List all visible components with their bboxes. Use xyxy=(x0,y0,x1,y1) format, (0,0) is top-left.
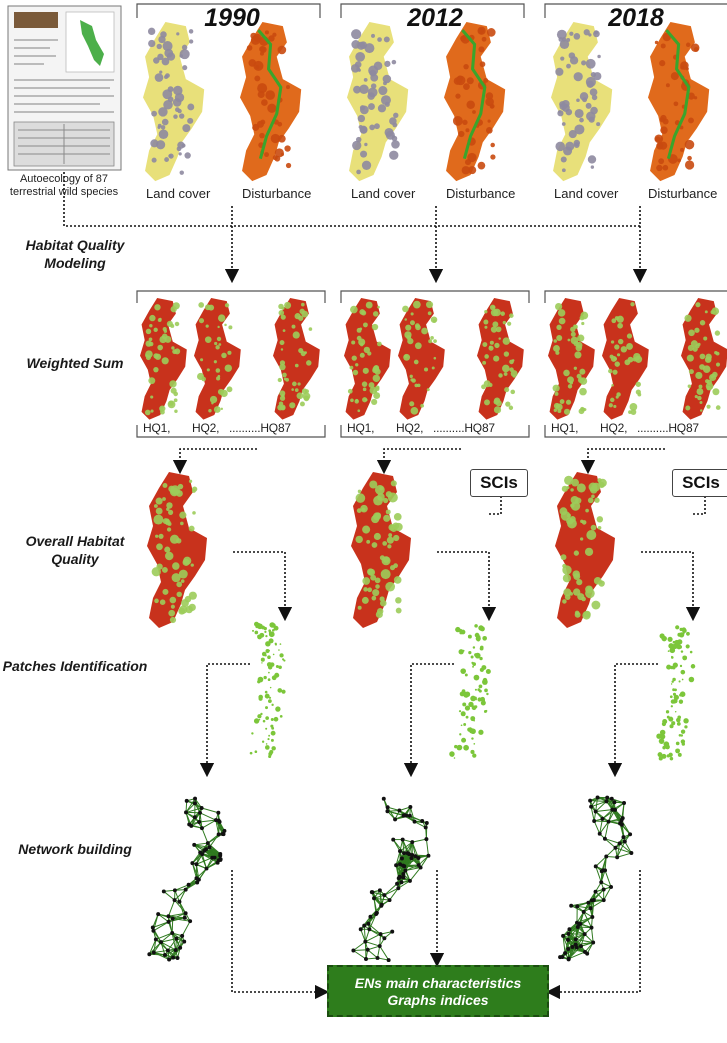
arrow-to-network-2018 xyxy=(607,663,658,778)
hq87-map-2012 xyxy=(477,298,524,420)
hq2-label-1990: HQ2, xyxy=(192,421,220,435)
hq87-label-2012: ..........HQ87 xyxy=(433,421,495,435)
bracket-inputs-2012 xyxy=(340,3,525,18)
overall-hq-map-1990 xyxy=(147,472,207,628)
disturbance-label-1990: Disturbance xyxy=(242,186,312,201)
bracket-hq-1990 xyxy=(136,290,326,303)
arrow-to-overall-1990 xyxy=(172,448,257,475)
bracket-hq-2012 xyxy=(340,290,530,303)
step-overall-habitat-quality: Overall Habitat Quality xyxy=(25,533,125,567)
arrow-to-patches-2018 xyxy=(641,551,701,622)
network-graph-1990 xyxy=(147,796,227,962)
hq1-label-2018: HQ1, xyxy=(551,421,579,435)
autoecology-connector xyxy=(63,172,640,227)
step-habitat-quality-modeling: Habitat Quality Modeling xyxy=(25,237,125,271)
autoecology-document xyxy=(7,5,122,171)
arrow-result-2018 xyxy=(545,870,641,1000)
result-box: ENs main characteristics Graphs indices xyxy=(327,965,549,1017)
land-cover-map-2012 xyxy=(347,22,409,182)
hq2-map-2018 xyxy=(602,298,649,420)
hq2-label-2012: HQ2, xyxy=(396,421,424,435)
bracket-inputs-1990 xyxy=(136,3,321,18)
hq2-label-2018: HQ2, xyxy=(600,421,628,435)
overall-hq-map-2012 xyxy=(351,472,411,628)
bracket-hq-2018 xyxy=(544,290,727,303)
patches-map-2018 xyxy=(656,625,696,761)
hq1-label-2012: HQ1, xyxy=(347,421,375,435)
hq87-map-1990 xyxy=(273,298,320,420)
arrow-to-overall-2012 xyxy=(376,448,461,475)
hq87-label-2018: ..........HQ87 xyxy=(637,421,699,435)
hq2-map-2012 xyxy=(398,298,445,420)
land-cover-label-2018: Land cover xyxy=(554,186,619,201)
land-cover-label-2012: Land cover xyxy=(351,186,416,201)
disturbance-map-1990 xyxy=(240,22,302,182)
disturbance-label-2012: Disturbance xyxy=(446,186,516,201)
year-title-2018: 2018 xyxy=(608,4,664,32)
step-network-building: Network building xyxy=(18,841,132,857)
bracket-inputs-2018 xyxy=(544,3,727,18)
step-patches-identification: Patches Identification xyxy=(2,658,148,674)
year-title-1990: 1990 xyxy=(204,4,260,32)
bracket-hq-bottom-1990 xyxy=(136,425,326,438)
hq87-label-1990: ..........HQ87 xyxy=(229,421,291,435)
arrow-to-overall-2018 xyxy=(580,448,665,475)
sci-box-2018: SCIs xyxy=(672,469,727,497)
bracket-hq-bottom-2018 xyxy=(544,425,727,438)
hq1-map-1990 xyxy=(140,298,187,420)
arrow-to-patches-1990 xyxy=(233,551,293,622)
diagram-drawing xyxy=(63,3,727,1000)
patches-map-1990 xyxy=(249,621,286,758)
disturbance-map-2012 xyxy=(444,22,506,182)
sci-box-2012: SCIs xyxy=(470,469,528,497)
land-cover-map-2018 xyxy=(551,22,613,182)
sci-connector-2018 xyxy=(693,496,706,515)
hq1-map-2012 xyxy=(344,298,391,420)
network-graph-2012 xyxy=(351,796,431,963)
result-line-2: Graphs indices xyxy=(387,992,489,1008)
bracket-hq-bottom-2012 xyxy=(340,425,530,438)
arrow-to-patches-2012 xyxy=(437,551,497,622)
hq1-map-2018 xyxy=(548,298,595,420)
disturbance-map-2018 xyxy=(648,22,710,182)
sci-connector-2012 xyxy=(489,496,502,515)
arrow-to-network-1990 xyxy=(199,663,250,778)
land-cover-label-1990: Land cover xyxy=(146,186,211,201)
hq1-label-1990: HQ1, xyxy=(143,421,171,435)
network-graph-2018 xyxy=(558,795,634,962)
autoecology-caption: Autoecology of 87 terrestrial wild speci… xyxy=(9,173,119,198)
hq87-map-2018 xyxy=(681,298,727,420)
overall-hq-map-2018 xyxy=(555,472,615,628)
step-weighted-sum: Weighted Sum xyxy=(26,355,124,371)
arrow-result-1990 xyxy=(231,870,330,1000)
land-cover-map-1990 xyxy=(143,22,205,182)
disturbance-label-2018: Disturbance xyxy=(648,186,718,201)
result-line-1: ENs main characteristics xyxy=(354,975,522,991)
hq2-map-1990 xyxy=(194,298,241,420)
year-title-2012: 2012 xyxy=(407,4,463,32)
patches-map-2012 xyxy=(449,624,491,759)
arrow-to-network-2012 xyxy=(403,663,454,778)
